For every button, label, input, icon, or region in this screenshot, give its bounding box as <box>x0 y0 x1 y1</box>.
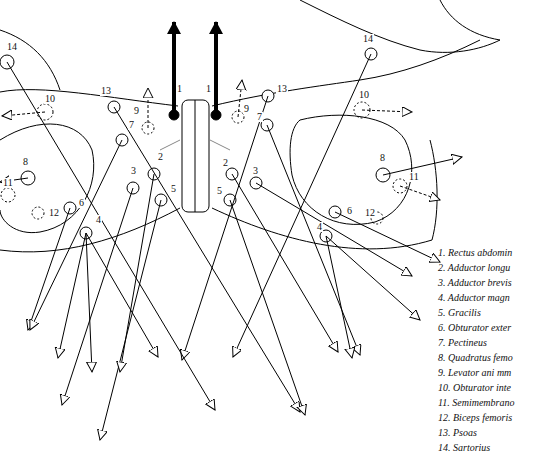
callout-number: 1 <box>176 84 183 94</box>
callout-number: 10 <box>44 94 56 104</box>
callout-number: 10 <box>358 90 370 100</box>
callout-number: 13 <box>276 84 288 94</box>
callout-number: 2 <box>222 158 229 168</box>
callout-number: 6 <box>78 198 85 208</box>
callout-number: 3 <box>130 166 137 176</box>
muscle-key: 4. Adductor magn <box>438 293 510 303</box>
muscle-key: 11. Semimembrano <box>438 398 514 408</box>
muscle-key: 1. Rectus abdomin <box>438 248 512 258</box>
callout-number: 11 <box>408 172 420 182</box>
muscle-key: 14. Sartorius <box>438 443 490 453</box>
callout-number: 4 <box>316 222 323 232</box>
callout-number: 6 <box>346 206 353 216</box>
muscle-key: 3. Adductor brevis <box>438 278 512 288</box>
callout-number: 12 <box>364 208 376 218</box>
callout-number: 9 <box>243 104 250 114</box>
callout-number: 11 <box>2 178 14 188</box>
callout-number: 14 <box>6 42 18 52</box>
callout-number: 14 <box>362 34 374 44</box>
muscle-key: 10. Obturator inte <box>438 383 511 393</box>
muscle-key: 9. Levator ani mm <box>438 368 511 378</box>
muscle-key: 2. Adductor longu <box>438 263 510 273</box>
muscle-key: 13. Psoas <box>438 428 477 438</box>
callout-number: 8 <box>22 157 29 167</box>
muscle-key: 5. Gracilis <box>438 308 481 318</box>
callout-number: 2 <box>157 152 164 162</box>
callout-number: 13 <box>100 86 112 96</box>
callout-number: 3 <box>252 166 259 176</box>
callout-number: 1 <box>205 84 212 94</box>
callout-number: 7 <box>128 120 135 130</box>
callout-number: 5 <box>216 186 223 196</box>
callout-number: 4 <box>95 215 102 225</box>
callout-number: 7 <box>256 112 263 122</box>
muscle-key: 8. Quadratus femo <box>438 353 513 363</box>
muscle-key: 6. Obturator exter <box>438 323 511 333</box>
callout-number: 8 <box>379 153 386 163</box>
muscle-key: 12. Biceps femoris <box>438 413 512 423</box>
callout-number: 5 <box>170 184 177 194</box>
callout-number: 9 <box>133 106 140 116</box>
muscle-key: 7. Pectineus <box>438 338 487 348</box>
callout-number: 12 <box>48 208 60 218</box>
